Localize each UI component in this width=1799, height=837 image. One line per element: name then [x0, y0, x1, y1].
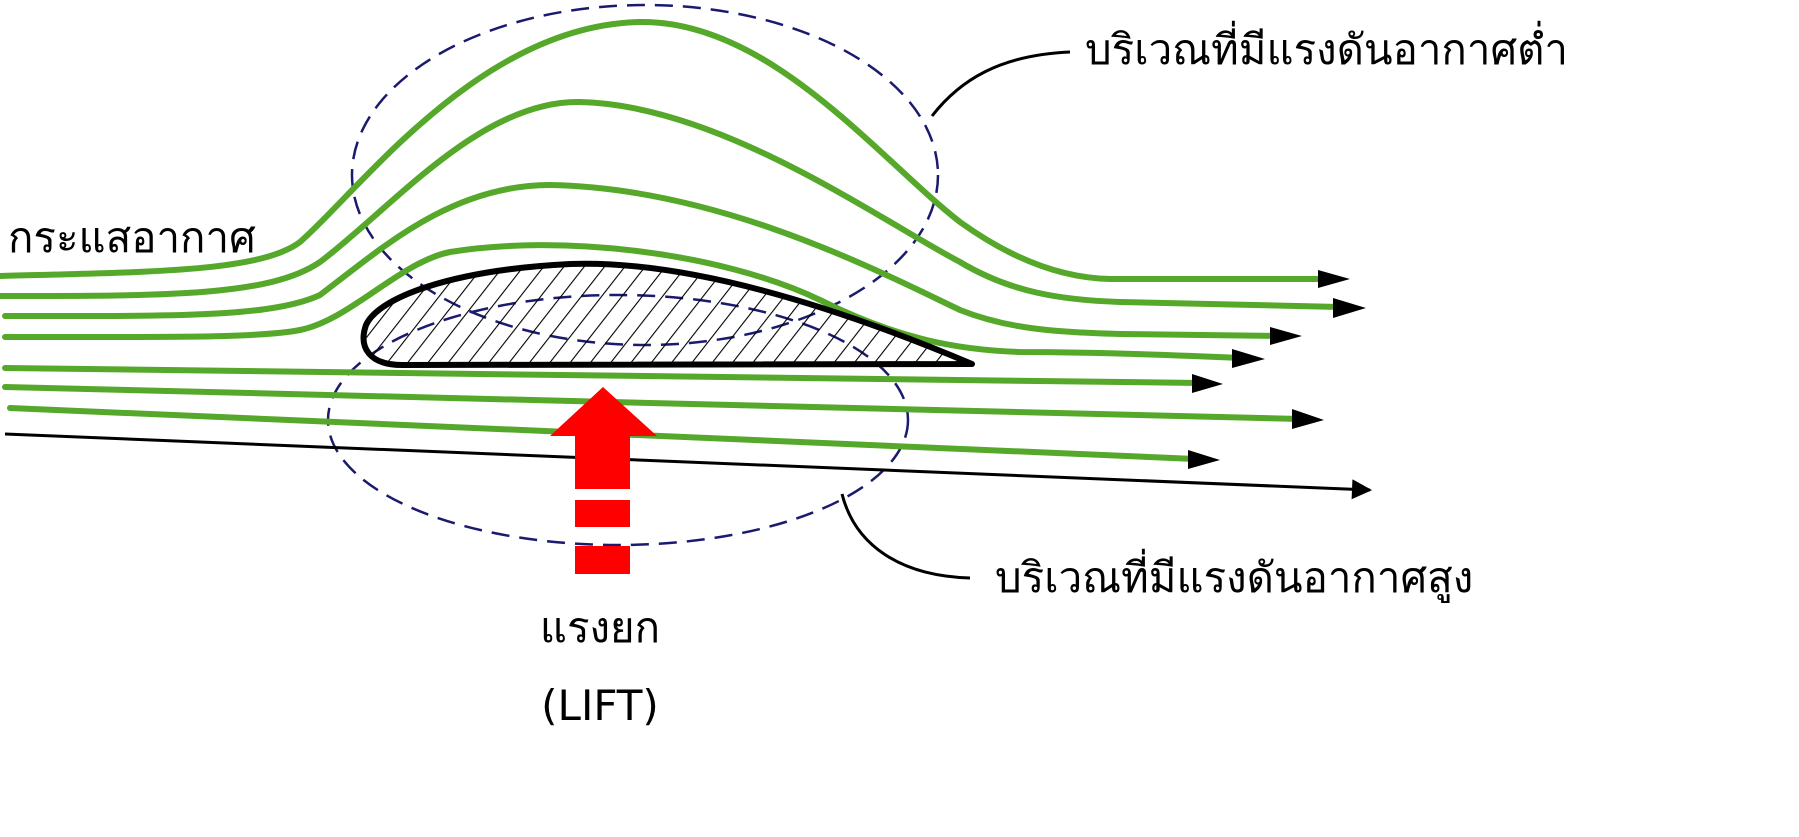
streamline-upper-3	[2, 181, 1281, 339]
streamline-upper-1	[0, 18, 1328, 282]
leader-line-high-pressure	[840, 493, 971, 580]
high-pressure-label: บริเวณที่มีแรงดันอากาศสูง	[995, 549, 1473, 603]
streamline-upper-4	[2, 242, 1243, 361]
arrowhead-upper-4	[1232, 349, 1265, 368]
lift-arrow-head	[550, 387, 657, 489]
airfoil	[360, 260, 975, 368]
arrowhead-lower-3	[1188, 450, 1220, 469]
streamline-lower-1	[2, 365, 1203, 386]
lift-arrow-segment-1	[575, 500, 630, 527]
arrowhead-lower-1	[1192, 374, 1223, 393]
streamline-lower-2	[2, 384, 1303, 422]
arrowhead-lower-2	[1292, 409, 1324, 429]
lift-label-thai: แรงยก	[540, 603, 660, 652]
streamline-upper-2	[0, 98, 1343, 310]
upper-streamlines	[0, 18, 1343, 361]
lift-arrow-segment-2	[575, 546, 630, 574]
leader-line-low-pressure	[930, 50, 1071, 117]
lower-streamlines	[2, 365, 1303, 462]
low-pressure-label: บริเวณที่มีแรงดันอากาศต่ำ	[1085, 21, 1568, 74]
arrowhead-upper-3	[1270, 327, 1302, 345]
airflow-label: กระแสอากาศ	[8, 213, 256, 262]
streamline-arrowheads	[1188, 270, 1366, 469]
lift-arrow	[550, 387, 657, 574]
arrowhead-upper-1	[1318, 270, 1350, 288]
arrowhead-upper-2	[1333, 298, 1366, 318]
reference-arrow-line	[4, 432, 1372, 500]
lift-label-english: (LIFT)	[541, 681, 659, 730]
